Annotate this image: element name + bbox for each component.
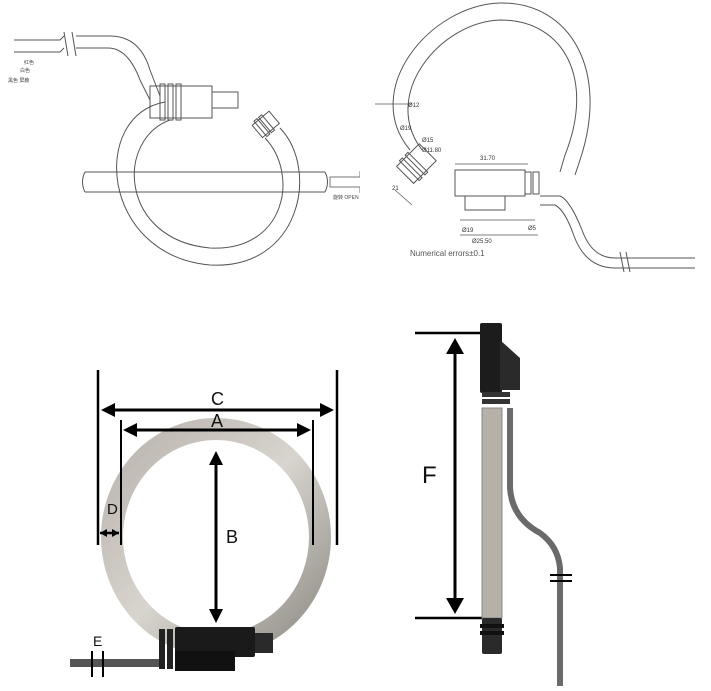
dim-1180: Ø11.80 [422,148,442,154]
cable-break-mark [63,31,77,57]
dim-5: Ø5 [528,226,537,232]
tag-line3: 黑色 屏蔽 [8,77,29,84]
ring-dimension-svg [70,370,339,677]
coil-body [481,407,503,619]
cable [507,408,563,686]
left-end-fitting [395,143,437,185]
dimension-drawing-svg: Ø12 Ø19 Ø15 Ø11.80 21 31.70 Ø19 Ø5 Ø25.5… [375,2,695,273]
tag-line1: 红色 [24,59,34,66]
dim-12: Ø12 [408,103,420,109]
cable-out [540,195,695,269]
label-c: C [211,389,224,409]
top-right-drawing: Ø12 Ø19 Ø15 Ø11.80 21 31.70 Ø19 Ø5 Ø25.5… [360,0,711,290]
ring-inner [407,19,578,173]
dim-19b: Ø19 [462,228,474,234]
connector-head [480,323,502,393]
open-coil-svg: 红色 白色 黑色 屏蔽 旋转 OPEN [8,31,373,266]
label-a: A [211,411,224,431]
dim-3170: 31.70 [480,156,496,162]
rotate-arrow [329,170,373,194]
bottom-left-diagram: C A B D E [55,365,355,686]
bottom-right-diagram: F [400,318,711,686]
coil-ring-inner [133,119,284,249]
label-d: D [107,501,118,518]
label-e: E [93,633,103,649]
dim-15: Ø15 [422,138,434,144]
coil-ring-outer [116,101,301,266]
connector-head [159,627,273,671]
label-f: F [422,462,437,489]
ring-outer [392,2,591,176]
label-b: B [226,527,239,547]
dim-21: 21 [392,186,399,192]
connector-body [454,169,526,197]
dim-2550: Ø25.50 [472,239,492,245]
tolerance-note: Numerical errors±0.1 [410,249,485,258]
arrow-caption: 旋转 OPEN [333,194,359,201]
bottom-cap [482,618,502,654]
cable-break-mark [619,251,631,273]
cable-lead [14,35,161,101]
conductor-bar [82,171,328,193]
top-left-drawing: 红色 白色 黑色 屏蔽 旋转 OPEN [0,0,373,290]
detached-end [251,110,281,139]
dim-19a: Ø19 [400,126,412,132]
tag-line2: 白色 [20,67,30,74]
side-view-svg [415,323,572,686]
